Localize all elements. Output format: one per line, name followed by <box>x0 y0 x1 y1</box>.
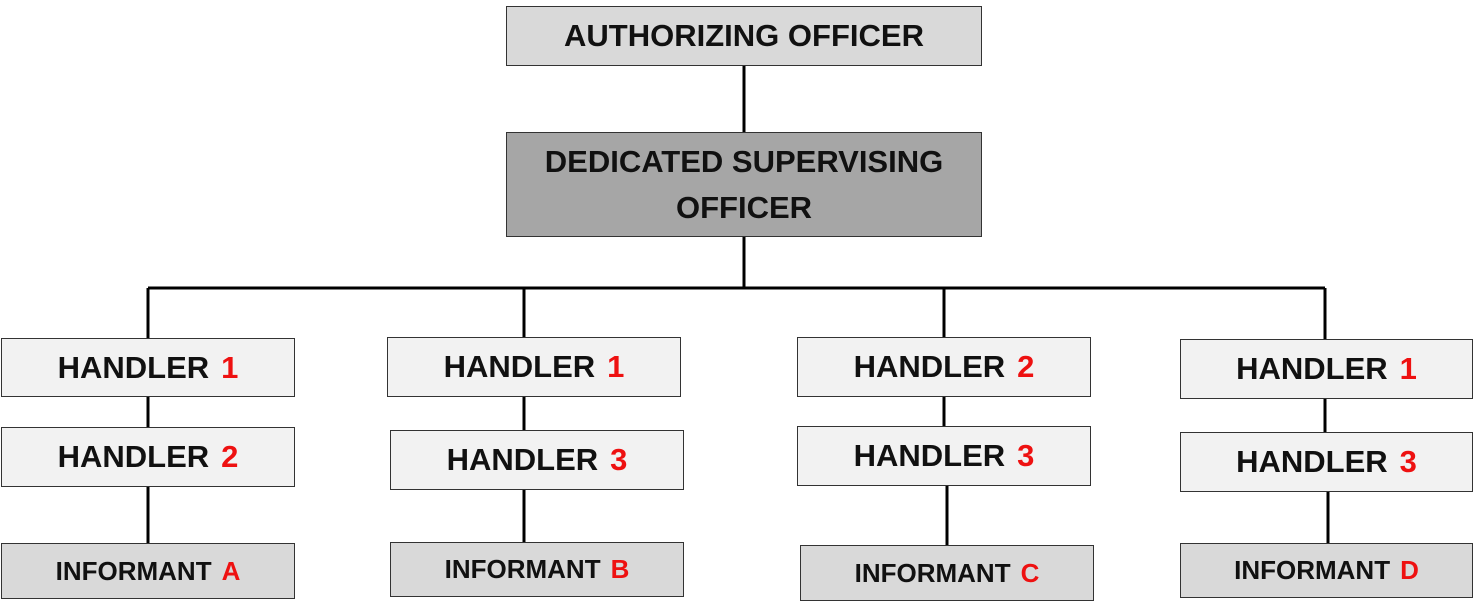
handler-box-col2-bottom: HANDLER 3 <box>390 430 684 490</box>
handler-label: HANDLER <box>57 349 210 385</box>
handler-number: 1 <box>607 349 625 384</box>
handler-label: HANDLER <box>853 349 1006 384</box>
handler-number: 1 <box>221 349 239 385</box>
handler-box-col1-bottom: HANDLER 2 <box>1 427 295 487</box>
handler-box-col2-top: HANDLER 1 <box>387 337 681 397</box>
supervising-officer-line2: OFFICER <box>675 189 813 225</box>
handler-number: 3 <box>1399 444 1417 479</box>
handler-number: 2 <box>1017 349 1035 384</box>
informant-box-d: INFORMANT D <box>1180 543 1473 598</box>
supervising-officer-box: DEDICATED SUPERVISING OFFICER <box>506 132 982 237</box>
informant-letter: B <box>610 554 630 584</box>
informant-label: INFORMANT <box>55 555 212 586</box>
authorizing-officer-label: AUTHORIZING OFFICER <box>564 18 924 53</box>
informant-letter: A <box>221 555 241 586</box>
handler-number: 3 <box>610 442 628 477</box>
informant-box-b: INFORMANT B <box>390 542 684 597</box>
supervising-officer-line1: DEDICATED SUPERVISING <box>544 143 944 179</box>
handler-number: 1 <box>1399 351 1417 386</box>
informant-label: INFORMANT <box>1234 555 1391 585</box>
handler-label: HANDLER <box>446 442 599 477</box>
informant-label: INFORMANT <box>854 557 1011 588</box>
authorizing-officer-box: AUTHORIZING OFFICER <box>506 6 982 66</box>
handler-box-col3-bottom: HANDLER 3 <box>797 426 1091 486</box>
informant-box-a: INFORMANT A <box>1 543 295 599</box>
handler-label: HANDLER <box>853 438 1006 473</box>
handler-box-col3-top: HANDLER 2 <box>797 337 1091 397</box>
informant-label: INFORMANT <box>444 554 601 584</box>
handler-label: HANDLER <box>1236 444 1388 479</box>
handler-label: HANDLER <box>443 349 596 384</box>
informant-box-c: INFORMANT C <box>800 545 1094 601</box>
informant-letter: D <box>1400 555 1419 585</box>
handler-box-col4-top: HANDLER 1 <box>1180 339 1473 399</box>
handler-label: HANDLER <box>1236 351 1388 386</box>
informant-letter: C <box>1020 557 1040 588</box>
handler-box-col1-top: HANDLER 1 <box>1 338 295 397</box>
handler-box-col4-bottom: HANDLER 3 <box>1180 432 1473 492</box>
handler-label: HANDLER <box>57 439 210 474</box>
handler-number: 3 <box>1017 438 1035 473</box>
handler-number: 2 <box>221 439 239 474</box>
